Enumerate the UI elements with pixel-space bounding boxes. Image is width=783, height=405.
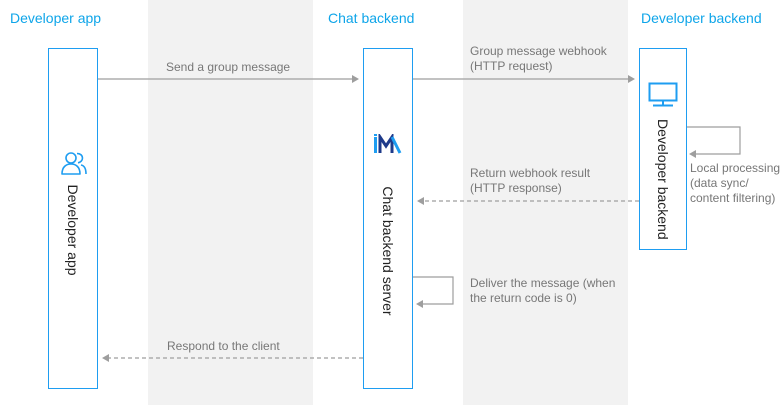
im-logo-icon [374,134,402,154]
arrow-respond-client [102,354,363,362]
lane-title-developer-backend: Developer backend [641,10,762,26]
lane-title-developer-app: Developer app [10,10,102,26]
local-processing-line3: content filtering) [690,191,776,205]
webhook-request-line2: (HTTP request) [470,59,553,73]
arrow-local-processing [687,126,741,158]
local-processing-line1: Local processing [690,161,781,175]
return-webhook-result-line2: (HTTP response) [470,181,562,195]
arrow-return-webhook-result [417,197,639,205]
send-group-message-label: Send a group message [166,60,291,74]
chat-backend-server-box [363,48,413,389]
arrow-send-group [98,75,359,83]
webhook-request-label: Group message webhook (HTTP request) [470,44,607,74]
return-webhook-result-line1: Return webhook result [470,166,591,180]
local-processing-line2: (data sync/ [690,176,749,190]
deliver-message-label: Deliver the message (when the return cod… [470,276,615,306]
developer-app-box [48,48,98,389]
arrow-webhook-request [413,75,635,83]
return-webhook-result-label: Return webhook result (HTTP response) [470,166,590,196]
respond-client-label: Respond to the client [167,339,280,353]
monitor-icon [648,82,678,107]
lane-title-chat-backend: Chat backend [328,10,415,26]
webhook-request-line1: Group message webhook [470,44,607,58]
developer-backend-box [639,48,687,250]
arrow-deliver-message [413,276,454,308]
local-processing-label: Local processing (data sync/ content fil… [690,161,780,206]
deliver-message-line2: the return code is 0) [470,291,577,305]
deliver-message-line1: Deliver the message (when [470,276,616,290]
users-icon [61,152,87,175]
lane-background-right [463,0,628,405]
lane-background-left [148,0,313,405]
